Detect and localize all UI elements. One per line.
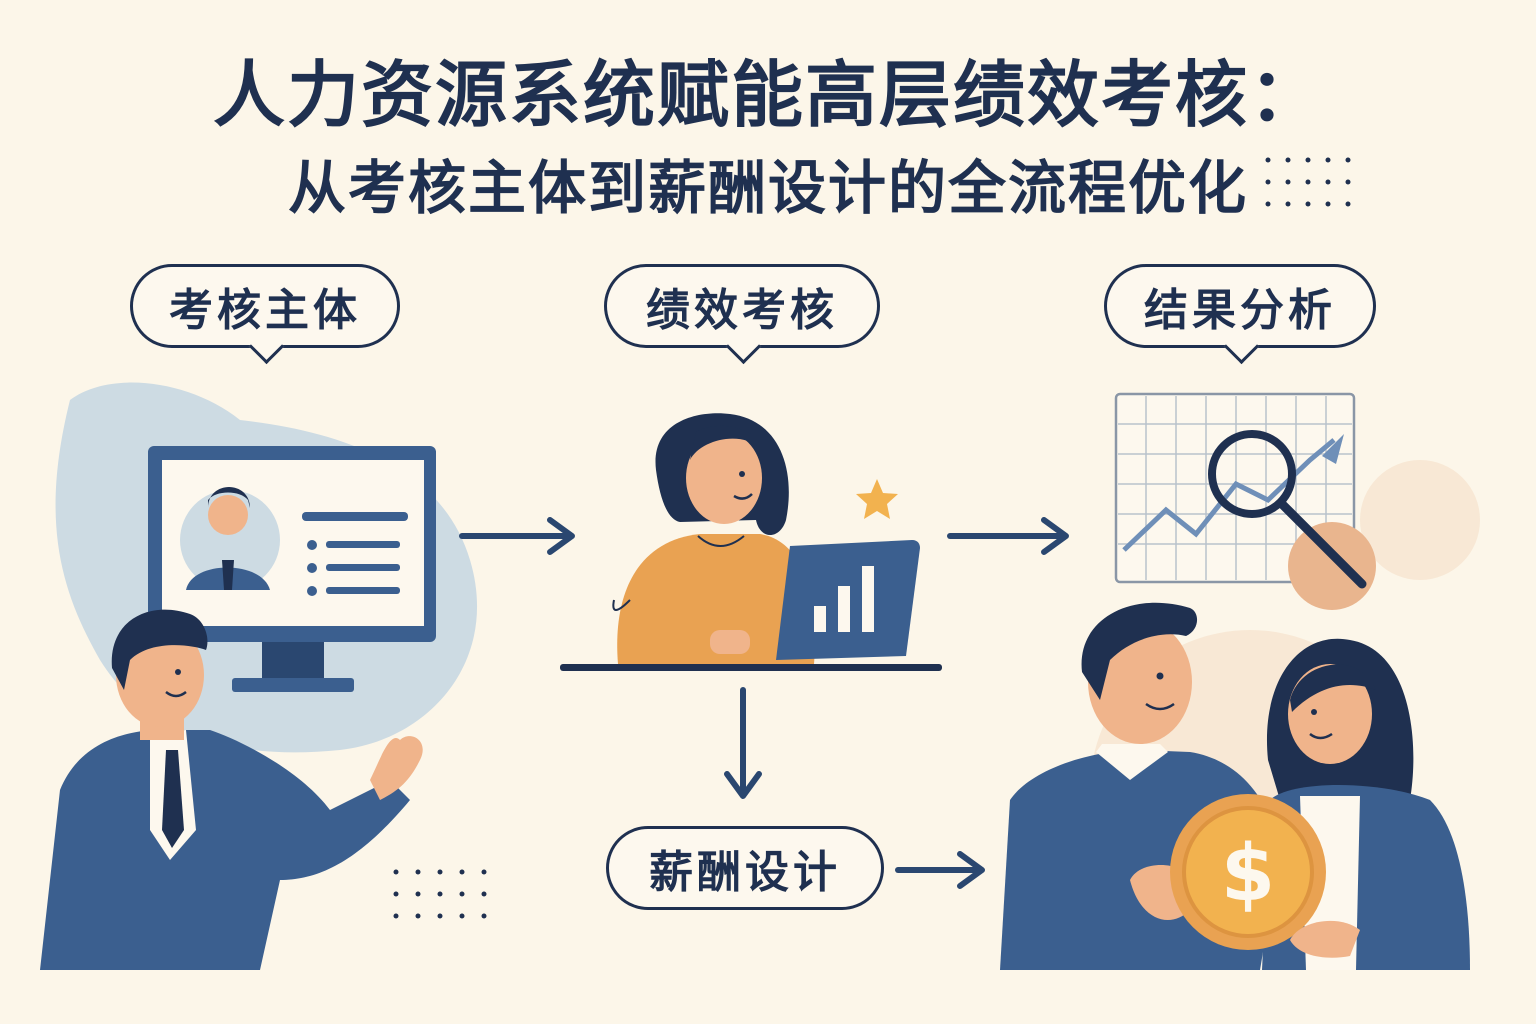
star-icon xyxy=(856,479,898,519)
dollar-coin-icon: $ xyxy=(1170,794,1326,950)
blob-peach-small xyxy=(1360,460,1480,580)
step-assessment-subject: 考核主体 xyxy=(130,264,400,365)
monitor-icon xyxy=(148,446,436,692)
step-result-analysis: 结果分析 xyxy=(1104,264,1376,365)
arrow-compensation-to-reward xyxy=(895,851,985,889)
woman-at-laptop-figure xyxy=(612,413,816,664)
presenter-man-figure xyxy=(40,609,423,970)
title-line-2: 从考核主体到薪酬设计的全流程优化 xyxy=(287,154,1248,222)
dollar-sign: $ xyxy=(1221,829,1275,919)
title-line-1: 人力资源系统赋能高层绩效考核： xyxy=(212,53,1323,137)
dot-grid-bottom-left xyxy=(393,869,487,919)
step-performance-assessment-label: 绩效考核 xyxy=(646,285,838,336)
growth-chart-icon xyxy=(1114,392,1376,610)
arrow-assessment-to-analysis xyxy=(947,517,1069,555)
step-performance-assessment: 绩效考核 xyxy=(604,264,880,365)
dot-grid-top-right xyxy=(1265,157,1351,207)
step-compensation-design-label: 薪酬设计 xyxy=(649,847,841,898)
laptop-icon xyxy=(560,540,942,671)
woman-hand xyxy=(1290,920,1360,958)
magnifier-icon xyxy=(1208,430,1367,589)
step-compensation-design: 薪酬设计 xyxy=(606,826,884,910)
step-result-analysis-label: 结果分析 xyxy=(1144,285,1336,336)
arrow-subject-to-assessment xyxy=(459,517,575,555)
arrow-assessment-to-compensation xyxy=(724,687,762,799)
step-assessment-subject-label: 考核主体 xyxy=(169,285,361,336)
